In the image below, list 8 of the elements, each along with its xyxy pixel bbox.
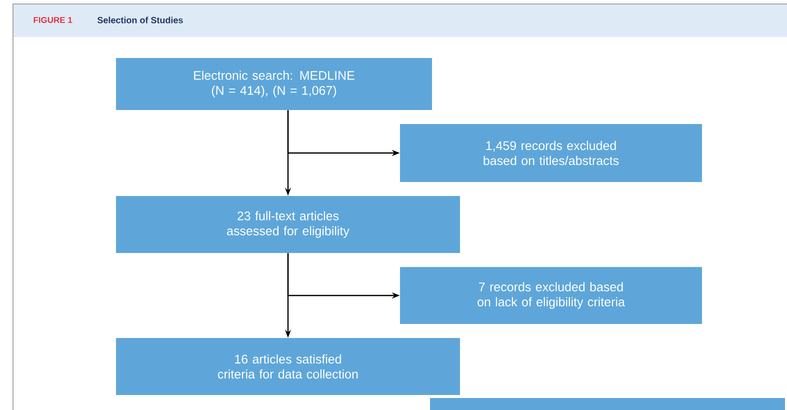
partial-box [430, 398, 785, 410]
process-box: Electronic search: MEDLINE (N = 414), (N = 1,067) [116, 58, 432, 110]
figure-number: FIGURE 1 [34, 17, 72, 23]
process-box: 7 records excluded based on lack of eligibility criteria [400, 267, 702, 324]
process-box: 23 full-text articles assessed for eligibility [116, 196, 460, 253]
process-box: 1,459 records excluded based on titles/abstracts [400, 124, 702, 182]
process-box: 16 articles satisfied criteria for data collection [116, 338, 460, 395]
figure-title: Selection of Studies [97, 16, 183, 24]
